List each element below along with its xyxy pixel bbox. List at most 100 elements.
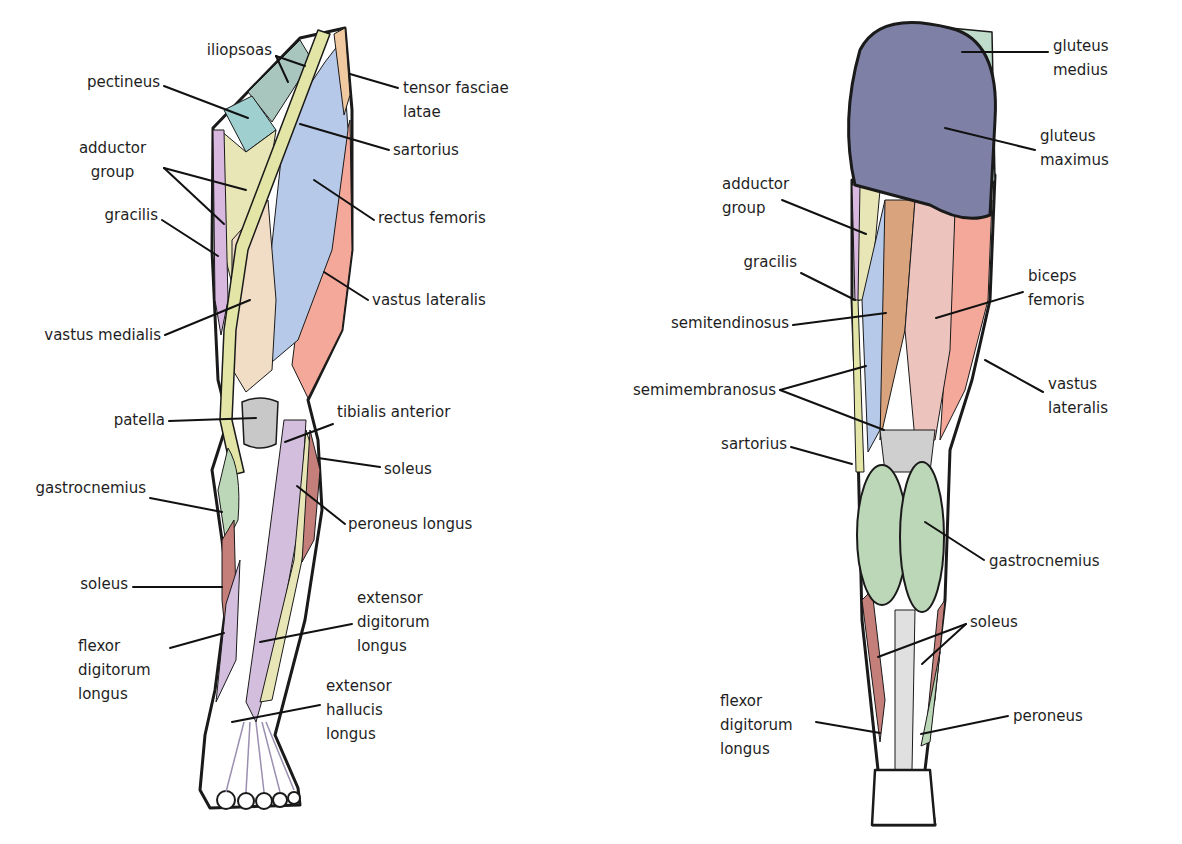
illustration-part: [852, 175, 995, 825]
label-box: adductor group: [65, 136, 160, 184]
label-box: pectineus: [87, 70, 160, 94]
muscle-label: soleus: [80, 575, 128, 593]
muscle-label: gastrocnemius: [35, 479, 146, 497]
label-box: gluteus medius: [1053, 34, 1143, 82]
muscle-label: extensor digitorum longus: [357, 589, 430, 655]
illustration-part: [242, 398, 278, 448]
illustration-part: [246, 722, 250, 792]
label-box: soleus: [970, 610, 1018, 634]
illustration-part: [276, 56, 288, 82]
label-box: soleus: [384, 457, 432, 481]
muscle-label: pectineus: [87, 73, 160, 91]
illustration-part: [852, 300, 864, 472]
muscle-label: gluteus maximus: [1040, 127, 1109, 169]
muscle-label: gluteus medius: [1053, 37, 1109, 79]
illustration-part: [945, 128, 1035, 150]
muscle-label: rectus femoris: [378, 209, 486, 227]
illustration-part: [878, 624, 966, 657]
muscle-label: semitendinosus: [671, 314, 789, 332]
label-box: sartorius: [393, 138, 459, 162]
muscle-label: gracilis: [744, 253, 797, 271]
label-box: tensor fasciae latae: [403, 76, 528, 124]
illustration-part: [350, 74, 398, 88]
illustration-part: [324, 272, 368, 300]
muscle-label: biceps femoris: [1028, 267, 1084, 309]
illustration-part: [213, 130, 228, 335]
label-box: peroneus: [1013, 704, 1083, 728]
illustration-part: [314, 180, 374, 220]
illustration-part: [300, 124, 389, 150]
muscle-label: adductor group: [722, 175, 789, 217]
illustration-part: [256, 793, 272, 809]
muscle-label: vastus medialis: [44, 326, 161, 344]
label-box: gluteus maximus: [1040, 124, 1130, 172]
label-box: sartorius: [721, 432, 787, 456]
illustration-part: [169, 418, 256, 421]
illustration-part: [782, 200, 866, 234]
muscle-label: extensor hallucis longus: [326, 677, 392, 743]
label-box: gastrocnemius: [35, 476, 146, 500]
muscle-label: flexor digitorum longus: [78, 637, 151, 703]
illustration-part: [925, 522, 984, 560]
muscle-label: gastrocnemius: [989, 552, 1100, 570]
illustration-part: [226, 722, 244, 792]
illustration-part: [285, 424, 333, 442]
muscle-label: soleus: [384, 460, 432, 478]
muscle-label: semimembranosus: [633, 381, 776, 399]
muscle-label: flexor digitorum longus: [720, 692, 793, 758]
label-box: vastus medialis: [44, 323, 161, 347]
muscle-label: adductor group: [79, 139, 146, 181]
muscle-label: tensor fasciae latae: [403, 79, 509, 121]
muscle-label: peroneus longus: [348, 515, 472, 533]
label-box: iliopsoas: [207, 38, 272, 62]
illustration-part: [780, 390, 884, 430]
illustration-part: [170, 633, 224, 648]
label-box: tibialis anterior: [337, 400, 450, 424]
illustration-part: [872, 770, 935, 825]
illustration-part: [334, 28, 350, 115]
illustration-part: [318, 458, 380, 467]
label-box: gastrocnemius: [989, 549, 1100, 573]
illustration-part: [816, 722, 880, 733]
label-box: rectus femoris: [378, 206, 486, 230]
label-box: gracilis: [105, 203, 158, 227]
muscle-label: peroneus: [1013, 707, 1083, 725]
illustration-part: [238, 793, 254, 809]
label-box: gracilis: [744, 250, 797, 274]
label-box: vastus lateralis: [372, 288, 486, 312]
illustration-part: [905, 200, 955, 440]
label-box: vastus lateralis: [1048, 372, 1148, 420]
illustration-part: [793, 313, 886, 325]
illustration-part: [256, 722, 264, 792]
label-box: biceps femoris: [1028, 264, 1118, 312]
illustration-part: [260, 624, 352, 642]
illustration-part: [780, 366, 866, 390]
illustration-part: [297, 486, 345, 524]
muscle-label: vastus lateralis: [1048, 375, 1108, 417]
illustration-part: [165, 300, 250, 335]
illustration-part: [273, 793, 287, 807]
muscle-label: iliopsoas: [207, 41, 272, 59]
label-box: extensor digitorum longus: [357, 586, 457, 658]
muscle-label: sartorius: [393, 141, 459, 159]
illustration-part: [232, 705, 320, 722]
label-box: soleus: [80, 572, 128, 596]
illustration-part: [922, 624, 966, 664]
muscle-label: gracilis: [105, 206, 158, 224]
illustration-part: [216, 560, 240, 702]
muscle-label: sartorius: [721, 435, 787, 453]
illustration-part: [801, 273, 855, 300]
leader-lines: [133, 52, 1048, 734]
label-box: patella: [114, 408, 165, 432]
illustration-part: [150, 498, 222, 512]
muscle-label: patella: [114, 411, 165, 429]
label-box: semitendinosus: [671, 311, 789, 335]
illustration-part: [791, 447, 852, 464]
illustration-part: [288, 792, 300, 804]
label-box: flexor digitorum longus: [78, 634, 173, 706]
label-box: extensor hallucis longus: [326, 674, 426, 746]
illustration-part: [962, 51, 1048, 53]
illustration-part: [162, 220, 218, 256]
illustration-part: [921, 716, 1008, 734]
